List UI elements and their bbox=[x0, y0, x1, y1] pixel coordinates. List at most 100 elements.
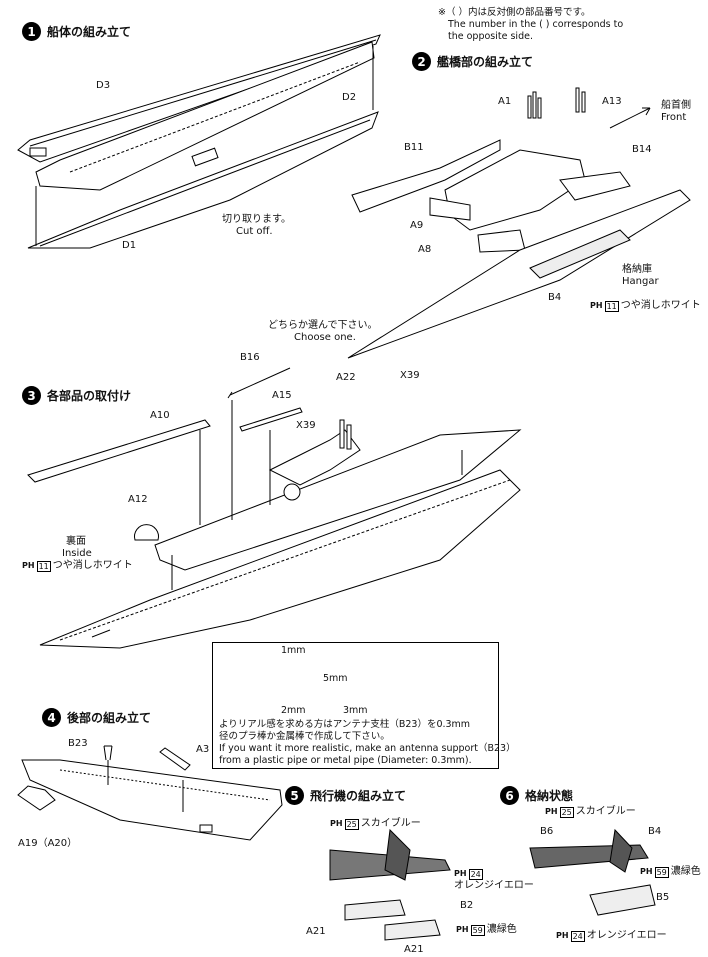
paint-prefix: PH bbox=[545, 807, 558, 816]
part-label-b16: B16 bbox=[240, 352, 260, 363]
part-label-b11: B11 bbox=[404, 142, 424, 153]
part-label-b5: B5 bbox=[656, 892, 670, 903]
header-note: ※（ ）内は反対側の部品番号です。 The number in the ( ) … bbox=[438, 7, 623, 43]
deck-assembly bbox=[154, 419, 522, 571]
stern-assembly bbox=[21, 759, 283, 841]
part-a15 bbox=[239, 407, 303, 432]
paint-name: オレンジイエロー bbox=[586, 930, 667, 941]
part-label-a8: A8 bbox=[418, 244, 432, 255]
part-label-a12: A12 bbox=[128, 494, 148, 505]
step-number: 4 bbox=[42, 708, 61, 727]
paint-number: 24 bbox=[570, 930, 585, 942]
front-jp: 船首側 bbox=[661, 100, 691, 111]
part-label-b4: B4 bbox=[548, 292, 562, 303]
part-a19 bbox=[17, 785, 56, 811]
step-5-header: 5 飛行機の組み立て bbox=[285, 786, 406, 805]
antenna-tip-box: 1mm 5mm 2mm 3mm よりリアル感を求める方はアンテナ支柱（B23）を… bbox=[212, 642, 516, 769]
front-arrow-head bbox=[642, 107, 651, 116]
header-note-en-2: the opposite side. bbox=[448, 31, 533, 42]
choose-en: Choose one. bbox=[294, 332, 356, 343]
paint-number: 24 bbox=[468, 868, 483, 880]
front-arrow bbox=[609, 107, 651, 129]
part-label-a19: A19（A20） bbox=[18, 838, 78, 849]
part-label-x39-a: X39 bbox=[400, 370, 420, 381]
part-b16 bbox=[227, 367, 291, 399]
inside-jp: 裏面 bbox=[66, 536, 86, 547]
part-a10 bbox=[27, 419, 211, 483]
paint-number: 11 bbox=[604, 300, 619, 312]
part-label-a21-a: A21 bbox=[306, 926, 326, 937]
hull-part-b4 bbox=[347, 189, 691, 359]
paint-number: 59 bbox=[470, 924, 485, 936]
hull-part-d1 bbox=[27, 111, 379, 249]
choose-note: どちらか選んで下さい。 Choose one. bbox=[268, 320, 378, 344]
paint-name: 濃緑色 bbox=[670, 866, 701, 877]
hangar-jp: 格納庫 bbox=[622, 264, 652, 275]
part-label-b4: B4 bbox=[648, 826, 662, 837]
tip-jp-1: よりリアル感を求める方はアンテナ支柱（B23）を0.3mm bbox=[219, 719, 471, 730]
header-note-en-1: The number in the ( ) corresponds to bbox=[448, 19, 624, 30]
hull-part-d3 bbox=[17, 34, 381, 163]
part-label-d2: D2 bbox=[342, 92, 357, 103]
step-title: 飛行機の組み立て bbox=[310, 789, 407, 803]
stowed-aircraft bbox=[529, 828, 656, 916]
part-label-d1: D1 bbox=[122, 240, 137, 251]
part-label-b14: B14 bbox=[632, 144, 652, 155]
step-1-header: 1 船体の組み立て bbox=[22, 22, 131, 41]
paint-prefix: PH bbox=[330, 819, 343, 828]
part-label-a1: A1 bbox=[498, 96, 512, 107]
step-number: 6 bbox=[500, 786, 519, 805]
dim-right: 3mm bbox=[343, 705, 368, 716]
part-label-b6: B6 bbox=[540, 826, 554, 837]
main-hull bbox=[39, 469, 521, 649]
step-title: 艦橋部の組み立て bbox=[437, 55, 534, 69]
header-note-jp: ※（ ）内は反対側の部品番号です。 bbox=[438, 7, 591, 18]
part-label-a15: A15 bbox=[272, 390, 292, 401]
part-b23 bbox=[103, 745, 113, 761]
part-label-a10: A10 bbox=[150, 410, 170, 421]
part-label-d3: D3 bbox=[96, 80, 111, 91]
part-a12 bbox=[134, 524, 159, 541]
paint-name: オレンジイエロー bbox=[454, 880, 534, 891]
step-number: 3 bbox=[22, 386, 41, 405]
bridge-assembly bbox=[351, 87, 631, 253]
step-title: 後部の組み立て bbox=[67, 711, 152, 725]
part-a3 bbox=[159, 747, 191, 771]
dim-height: 5mm bbox=[323, 673, 348, 684]
paint-number: 59 bbox=[654, 866, 669, 878]
step-4-header: 4 後部の組み立て bbox=[42, 708, 151, 727]
step-title: 格納状態 bbox=[525, 789, 574, 803]
part-label-a13: A13 bbox=[602, 96, 622, 107]
step-2-header: 2 艦橋部の組み立て bbox=[412, 52, 533, 71]
paint-name: スカイブルー bbox=[575, 806, 636, 817]
step-title: 船体の組み立て bbox=[47, 25, 132, 39]
aircraft-assembly bbox=[329, 828, 451, 941]
dim-top: 1mm bbox=[281, 645, 306, 656]
part-label-x39-b: X39 bbox=[296, 420, 316, 431]
paint-name: スカイブルー bbox=[360, 818, 421, 829]
front-en: Front bbox=[661, 112, 687, 123]
tip-jp-2: 径のプラ棒か金属棒で作成して下さい。 bbox=[219, 731, 390, 742]
cut-off-note: 切り取ります。 Cut off. bbox=[222, 214, 291, 238]
paint-number: 11 bbox=[36, 560, 51, 572]
part-label-b2: B2 bbox=[460, 900, 474, 911]
cut-off-jp: 切り取ります。 bbox=[222, 214, 291, 225]
step-number: 5 bbox=[285, 786, 304, 805]
paint-name: つや消しホワイト bbox=[52, 560, 133, 571]
step-number: 1 bbox=[22, 22, 41, 41]
step-number: 2 bbox=[412, 52, 431, 71]
paint-prefix: PH bbox=[590, 301, 603, 310]
hangar-en: Hangar bbox=[622, 276, 659, 287]
